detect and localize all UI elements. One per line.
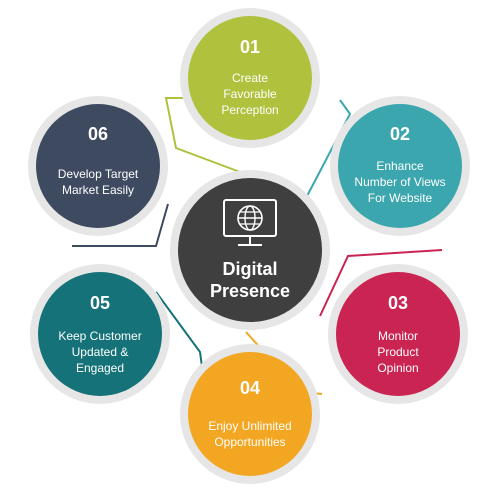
node-02-line-3: For Website <box>368 191 433 205</box>
node-05: 05 Keep Customer Updated & Engaged <box>30 264 170 404</box>
node-04: 04 Enjoy Unlimited Opportunities <box>180 344 320 484</box>
node-02-disc <box>338 104 462 228</box>
node-01-line-1: Create <box>232 71 268 85</box>
node-05-disc <box>38 272 162 396</box>
connector-02 <box>305 99 352 199</box>
node-06: 06 Develop Target Market Easily <box>28 96 168 236</box>
node-01: 01 Create Favorable Perception <box>180 8 320 148</box>
node-06-line-1: Develop Target <box>58 167 139 181</box>
connector-03 <box>319 249 443 317</box>
node-06-disc <box>36 104 160 228</box>
node-05-number: 05 <box>90 293 110 313</box>
node-04-line-2: Opportunities <box>214 435 285 449</box>
node-02: 02 Enhance Number of Views For Website <box>330 96 470 236</box>
center-title-line-1: Digital <box>222 259 277 279</box>
node-02-number: 02 <box>390 124 410 144</box>
node-04-number: 04 <box>240 378 260 398</box>
node-05-line-1: Keep Customer <box>58 329 141 343</box>
connector-01 <box>164 97 241 173</box>
connector-06 <box>72 203 169 247</box>
node-03-disc <box>336 272 460 396</box>
center-hub: Digital Presence <box>170 170 330 330</box>
node-03-number: 03 <box>388 293 408 313</box>
node-03-line-2: Product <box>377 345 419 359</box>
node-04-disc <box>188 352 312 476</box>
node-04-line-1: Enjoy Unlimited <box>208 419 291 433</box>
node-03-line-3: Opinion <box>377 361 418 375</box>
center-hub-disc <box>178 178 322 322</box>
globe-monitor-icon <box>223 199 277 246</box>
node-01-line-3: Perception <box>221 103 278 117</box>
node-05-line-2: Updated & <box>72 345 129 359</box>
center-title-line-2: Presence <box>210 281 290 301</box>
node-06-number: 06 <box>88 124 108 144</box>
node-02-line-2: Number of Views <box>354 175 445 189</box>
node-03-line-1: Monitor <box>378 329 418 343</box>
node-01-line-2: Favorable <box>223 87 277 101</box>
node-06-line-2: Market Easily <box>62 183 134 197</box>
node-05-line-3: Engaged <box>76 361 124 375</box>
node-01-number: 01 <box>240 37 260 57</box>
node-01-disc <box>188 16 312 140</box>
node-02-line-1: Enhance <box>376 159 424 173</box>
node-03: 03 Monitor Product Opinion <box>328 264 468 404</box>
